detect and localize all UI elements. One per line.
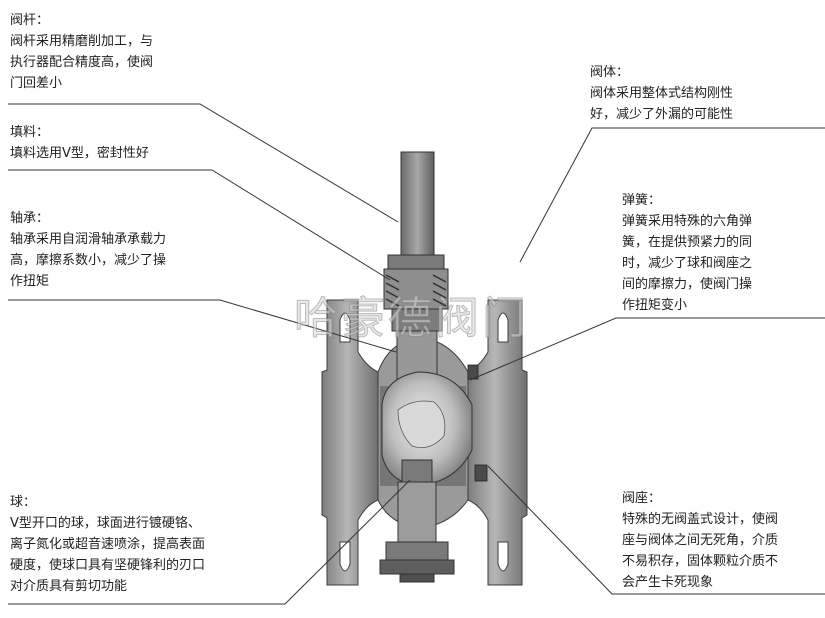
bottom-cap [379, 459, 455, 583]
leader-spring [469, 317, 825, 381]
callout-line: 离子氮化或超音速喷涂，提高表面 [10, 537, 206, 552]
callout-line: 会产生卡死现象 [622, 575, 714, 590]
callout-title: 球： [10, 495, 37, 510]
callout-line: 执行器配合精度高，使阀 [10, 55, 154, 70]
callout-line: 不易积存，固体颗粒介质不 [622, 554, 779, 569]
callout-line: 特殊的无阀盖式设计，使阀 [622, 512, 779, 527]
v-ball [381, 371, 473, 487]
callout-line: 间的摩擦力，使阀门操 [622, 277, 753, 292]
callout-line: V型开口的球，球面进行镀硬铬、 [10, 516, 201, 531]
leader-body [519, 127, 825, 263]
callout-line: 时，减少了球和阀座之 [622, 256, 753, 271]
callout-bearing: 轴承： 轴承采用自润滑轴承承载力 高，摩擦系数小，减少了操 作扭矩 [10, 208, 166, 292]
callout-title: 阀座： [622, 491, 662, 506]
callout-line: 作扭矩变小 [622, 298, 688, 313]
callout-line: 弹簧采用特殊的六角弹 [622, 214, 753, 229]
callout-line: 门回差小 [10, 76, 63, 91]
callout-spring: 弹簧： 弹簧采用特殊的六角弹 簧，在提供预紧力的同 时，减少了球和阀座之 间的摩… [622, 190, 752, 316]
leader-stem [8, 103, 399, 223]
leader-packing [8, 169, 391, 281]
callout-line: 作扭矩 [10, 274, 50, 289]
callout-line: 好，减少了外漏的可能性 [590, 107, 734, 122]
callout-seat: 阀座： 特殊的无阀盖式设计，使阀 座与阀体之间无死角，介质 不易积存，固体颗粒介… [622, 488, 778, 593]
callout-line: 阀体采用整体式结构刚性 [590, 86, 734, 101]
callout-title: 阀杆： [10, 13, 50, 28]
watermark: 哈豪德阀门 [294, 293, 529, 345]
callout-line: 阀杆采用精磨削加工，与 [10, 34, 154, 49]
callout-line: 硬度，使球口具有坚硬锋利的刃口 [10, 558, 206, 573]
callout-body: 阀体： 阀体采用整体式结构刚性 好，减少了外漏的可能性 [590, 62, 733, 125]
callout-title: 轴承： [10, 211, 50, 226]
callout-line: 填料选用V型，密封性好 [10, 146, 149, 161]
callout-title: 弹簧： [622, 193, 662, 208]
leader-ball [8, 479, 411, 605]
callout-packing: 填料： 填料选用V型，密封性好 [10, 122, 149, 164]
callout-line: 高，摩擦系数小，减少了操 [10, 253, 167, 268]
callout-line: 对介质具有剪切功能 [10, 579, 128, 594]
leader-bearing [8, 299, 397, 353]
callout-stem: 阀杆： 阀杆采用精磨削加工，与 执行器配合精度高，使阀 门回差小 [10, 10, 153, 94]
callout-line: 座与阀体之间无死角，介质 [622, 533, 779, 548]
valve-seat [467, 364, 488, 482]
callout-title: 阀体： [590, 65, 630, 80]
callout-line: 簧，在提供预紧力的同 [622, 235, 753, 250]
leader-lines [8, 103, 825, 605]
leader-seat [487, 465, 825, 595]
callout-ball: 球： V型开口的球，球面进行镀硬铬、 离子氮化或超音速喷涂，提高表面 硬度，使球… [10, 492, 205, 597]
callout-title: 填料： [10, 125, 50, 140]
callout-line: 轴承采用自润滑轴承承载力 [10, 232, 167, 247]
